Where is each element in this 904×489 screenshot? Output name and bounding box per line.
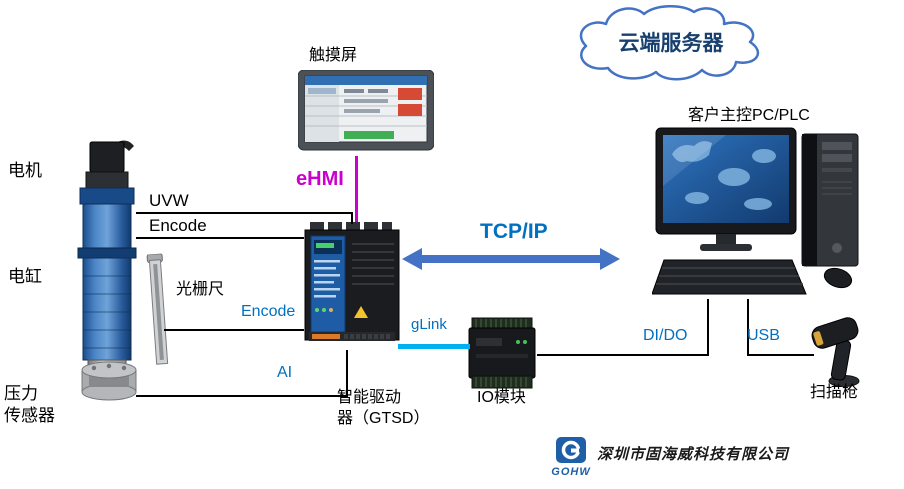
usb-line [747, 354, 814, 356]
scanner-label: 扫描枪 [810, 384, 859, 401]
uvw-line-drop [351, 212, 353, 224]
pc-icon [652, 127, 859, 295]
ai-line-rise [346, 350, 348, 397]
tcpip-label: TCP/IP [480, 220, 548, 243]
cloud-icon [579, 5, 760, 81]
electric-cylinder-icon [77, 140, 137, 397]
drive-icon [304, 222, 400, 341]
tcpip-arrow-icon [402, 248, 620, 270]
cylinder-label: 电缸 [8, 267, 42, 286]
pressure-sensor-label: 压力 传感器 [4, 384, 55, 426]
usb-line-drop [747, 299, 749, 356]
dido-label: DI/DO [643, 327, 688, 344]
uvw-line [136, 212, 353, 214]
encoder-scale-line [164, 329, 304, 331]
cloud-server-label: 云端服务器 [618, 32, 724, 55]
encode-motor-label: Encode [149, 216, 207, 235]
linear-scale-label: 光栅尺 [176, 281, 225, 298]
glink-label: gLink [411, 316, 447, 333]
dido-line [537, 354, 709, 356]
pc-label: 客户主控PC/PLC [688, 107, 810, 124]
encode-scale-label: Encode [241, 303, 296, 320]
ehmi-label: eHMI [296, 168, 344, 190]
ai-label: AI [277, 364, 293, 381]
motor-label: 电机 [8, 161, 42, 180]
scanner-icon [811, 317, 860, 387]
gohw-logo-text: GOHW [551, 466, 591, 478]
ai-line [136, 395, 348, 397]
dido-line-rise [707, 299, 709, 356]
encoder-motor-line [136, 237, 304, 239]
ehmi-line [355, 156, 358, 222]
uvw-label: UVW [149, 191, 189, 210]
linear-scale-icon [146, 253, 169, 365]
io-module-label: IO模块 [477, 389, 526, 406]
drive-label: 智能驱动 器（GTSD） [337, 389, 430, 427]
usb-label: USB [747, 327, 780, 344]
gohw-logo-icon [556, 437, 586, 463]
io-module-icon [468, 317, 536, 389]
company-name: 深圳市固海威科技有限公司 [597, 447, 790, 463]
glink-line [398, 344, 470, 349]
load-cell-icon [81, 361, 137, 401]
touch-screen-icon [298, 70, 434, 151]
touch-screen-label: 触摸屏 [309, 47, 358, 64]
